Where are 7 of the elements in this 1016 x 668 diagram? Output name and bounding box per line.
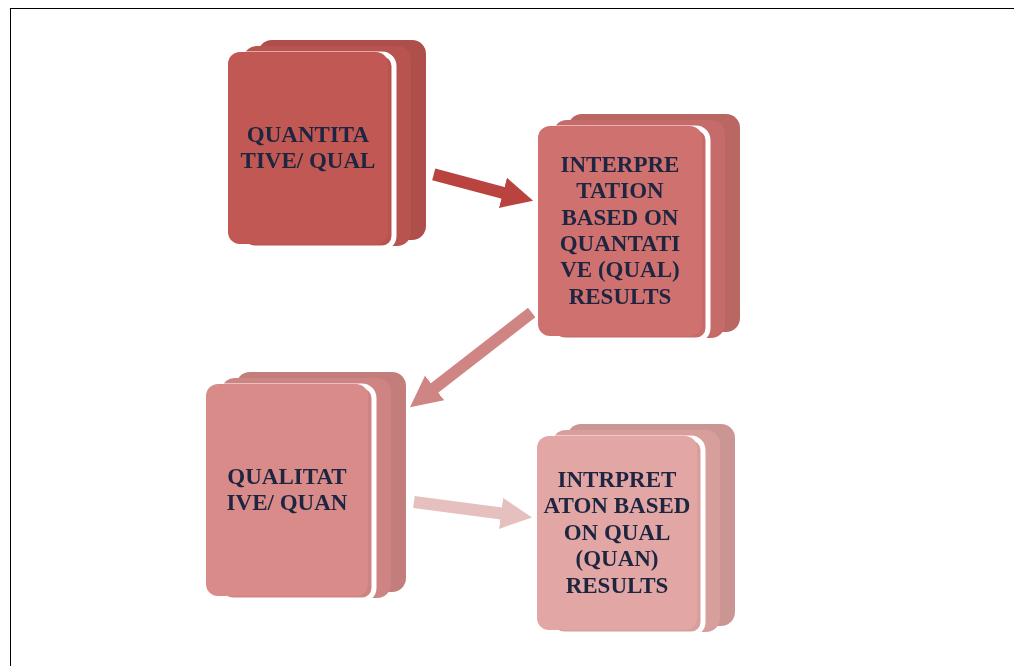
box-label: QUALITAT IVE/ QUAN <box>225 463 349 517</box>
box-label: INTRPRET ATON BASED ON QUAL (QUAN) RESULTS <box>543 466 691 600</box>
box-label: QUANTITA TIVE/ QUAL <box>239 121 377 175</box>
block-arrow <box>432 168 534 208</box>
box-label: INTERPRE TATION BASED ON QUANTATI VE (QUAL) RESULTS <box>558 151 682 311</box>
block-arrow <box>410 307 536 408</box>
block-arrow <box>413 496 532 529</box>
